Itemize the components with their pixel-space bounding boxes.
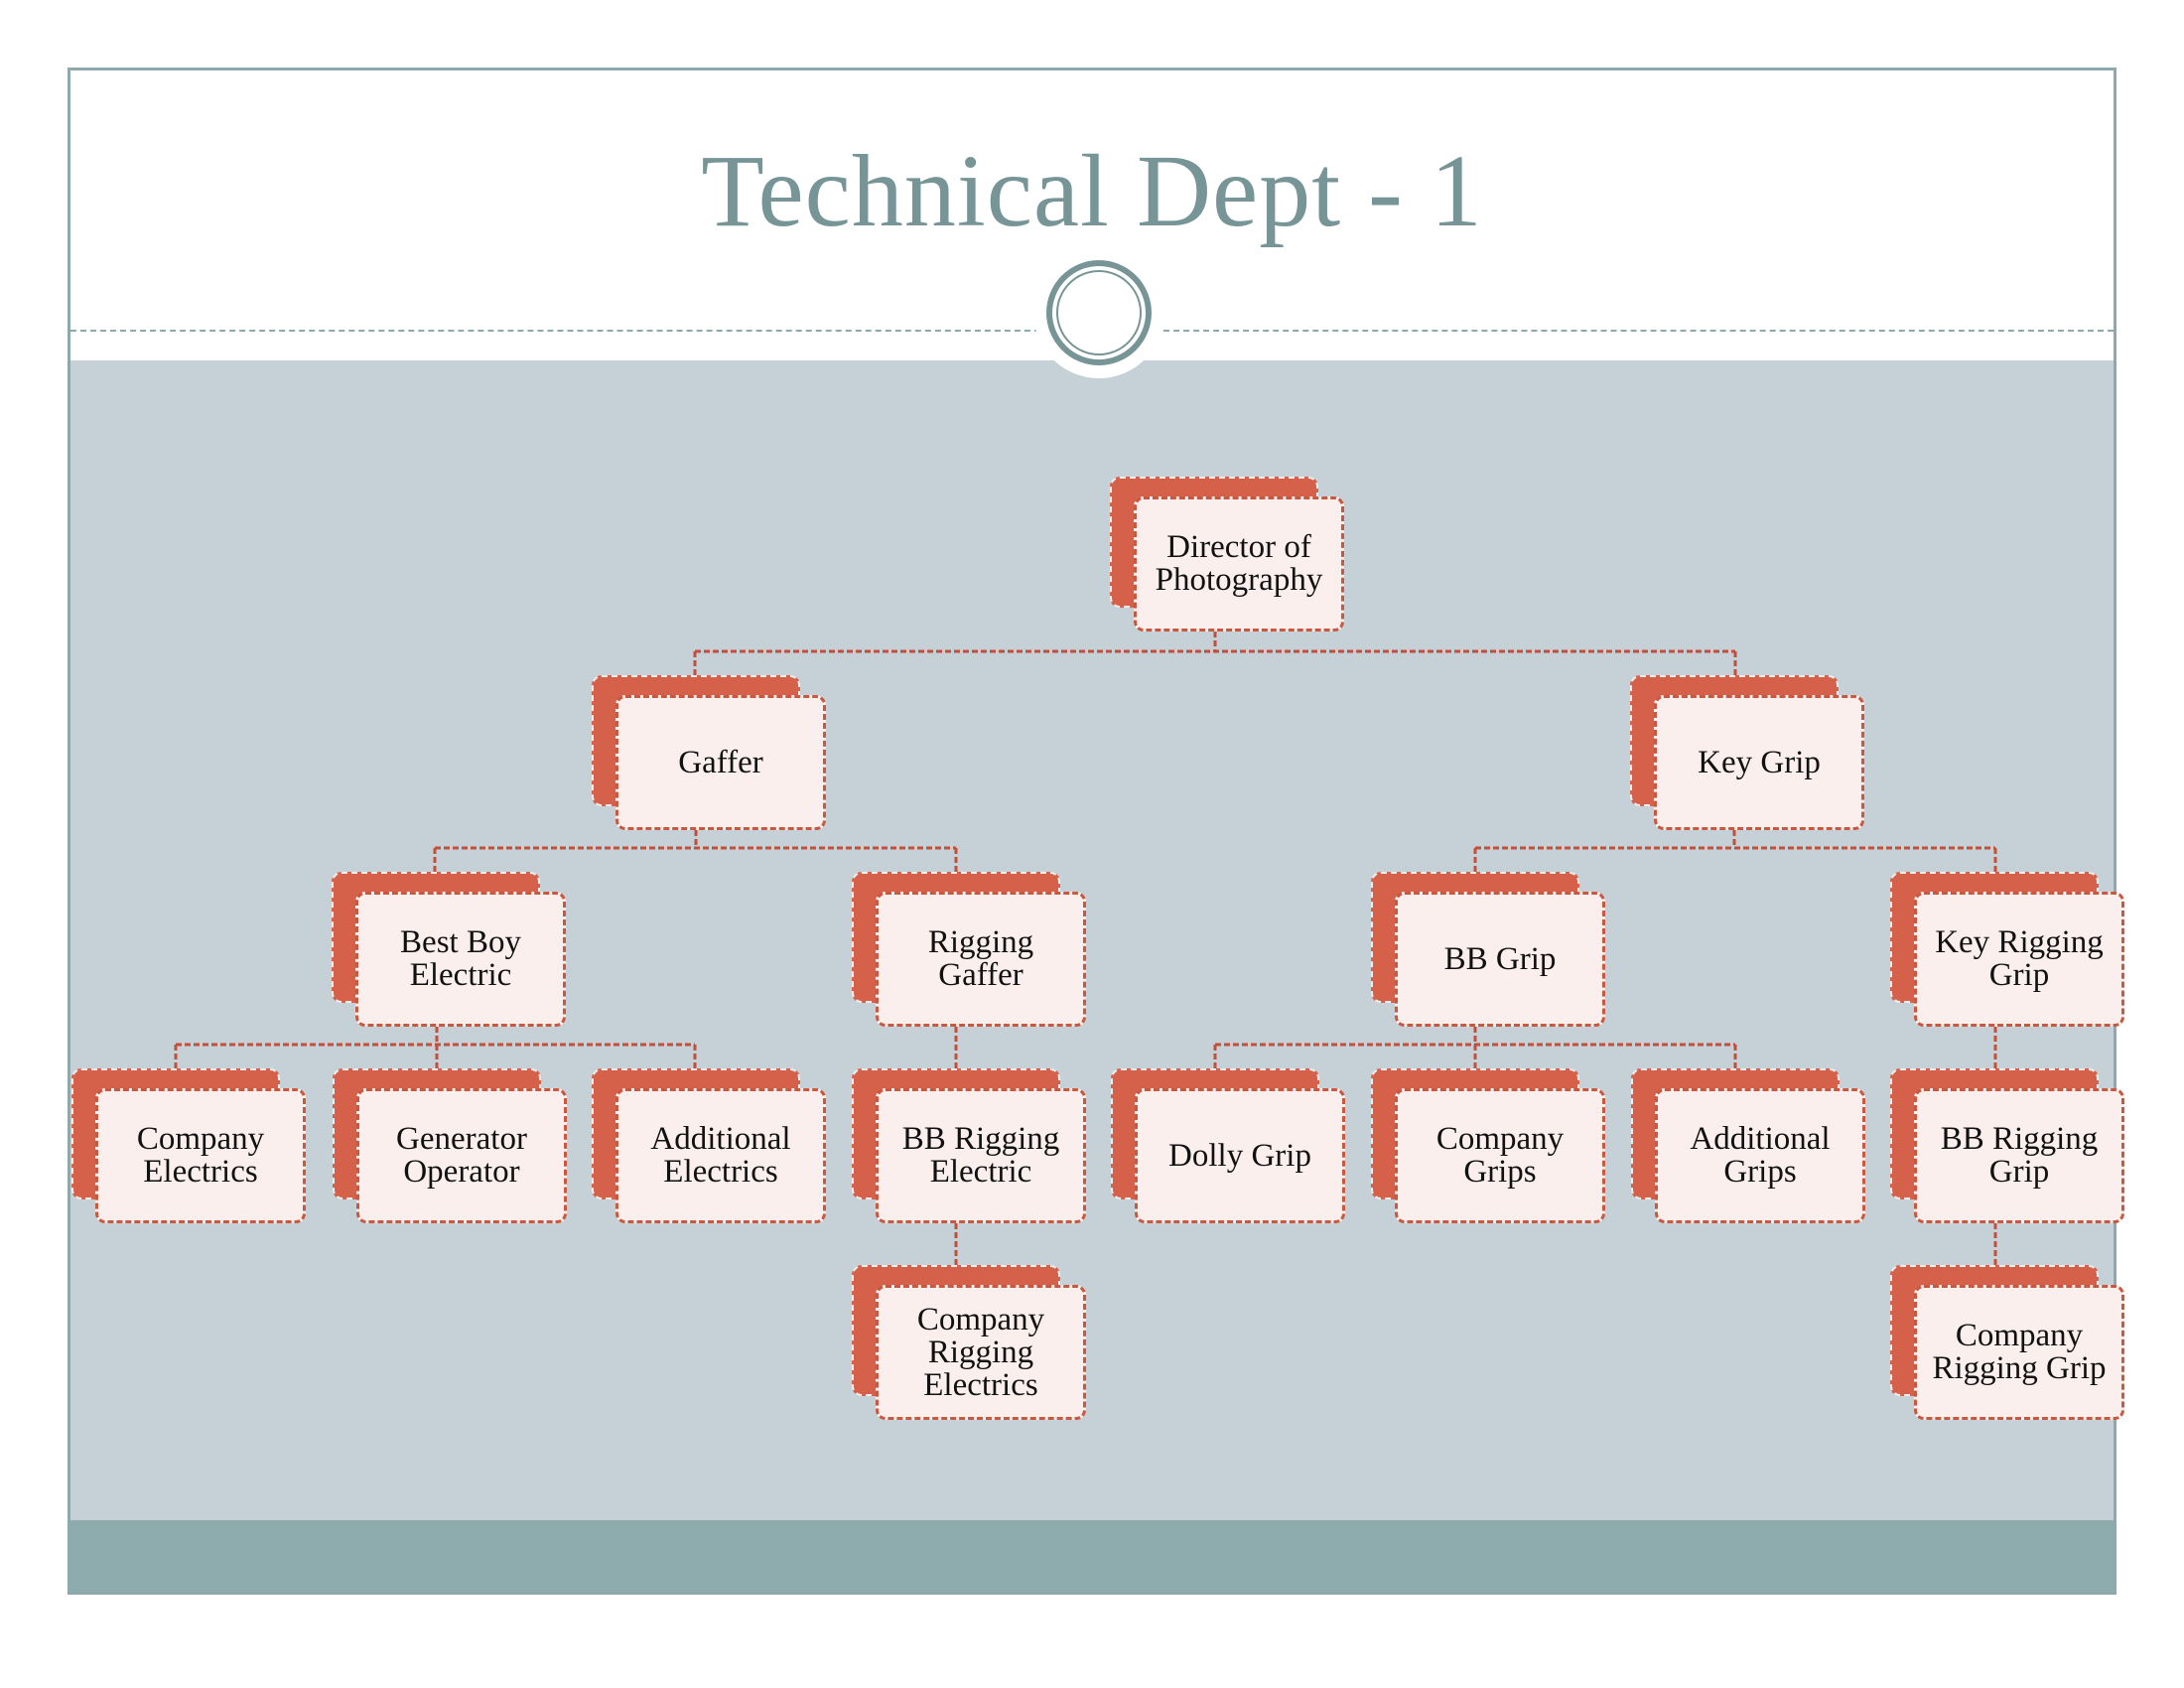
connector-keygrip-children: [1473, 830, 1997, 874]
slide-title: Technical Dept - 1: [701, 134, 1483, 248]
org-node-label: BB Grip: [1443, 940, 1557, 977]
org-node-label: Rigging Gaffer: [927, 924, 1034, 993]
org-node-label: Company Rigging Grip: [1932, 1318, 2107, 1386]
org-node-label: Company Electrics: [136, 1121, 265, 1190]
org-node-label: Generator Operator: [396, 1121, 527, 1190]
org-node-label: Company Grips: [1435, 1121, 1565, 1190]
org-node-label: Dolly Grip: [1168, 1137, 1311, 1174]
org-node-label: Additional Electrics: [650, 1121, 791, 1190]
org-node-label: Additional Grips: [1690, 1121, 1831, 1190]
org-node-label: Company Rigging Electrics: [916, 1301, 1045, 1403]
org-node-label: BB Rigging Electric: [901, 1121, 1060, 1190]
org-node-label: Key Rigging Grip: [1935, 924, 2104, 993]
org-node-label: BB Rigging Grip: [1940, 1121, 2099, 1190]
connector-bbgrip-children: [1213, 1027, 1737, 1070]
connector-bestboy-children: [174, 1027, 697, 1070]
circle-ornament-icon: [1046, 260, 1152, 365]
org-node-label: Best Boy Electric: [400, 924, 521, 993]
footer-band: [70, 1520, 2114, 1592]
slide: Technical Dept - 1: [68, 68, 2116, 1595]
connector-dop-children: [693, 632, 1737, 677]
connector-gaffer-children: [433, 830, 958, 874]
org-node-label: Gaffer: [678, 744, 763, 780]
org-node-label: Key Grip: [1698, 744, 1821, 780]
org-node-label: Director of Photography: [1155, 529, 1323, 598]
